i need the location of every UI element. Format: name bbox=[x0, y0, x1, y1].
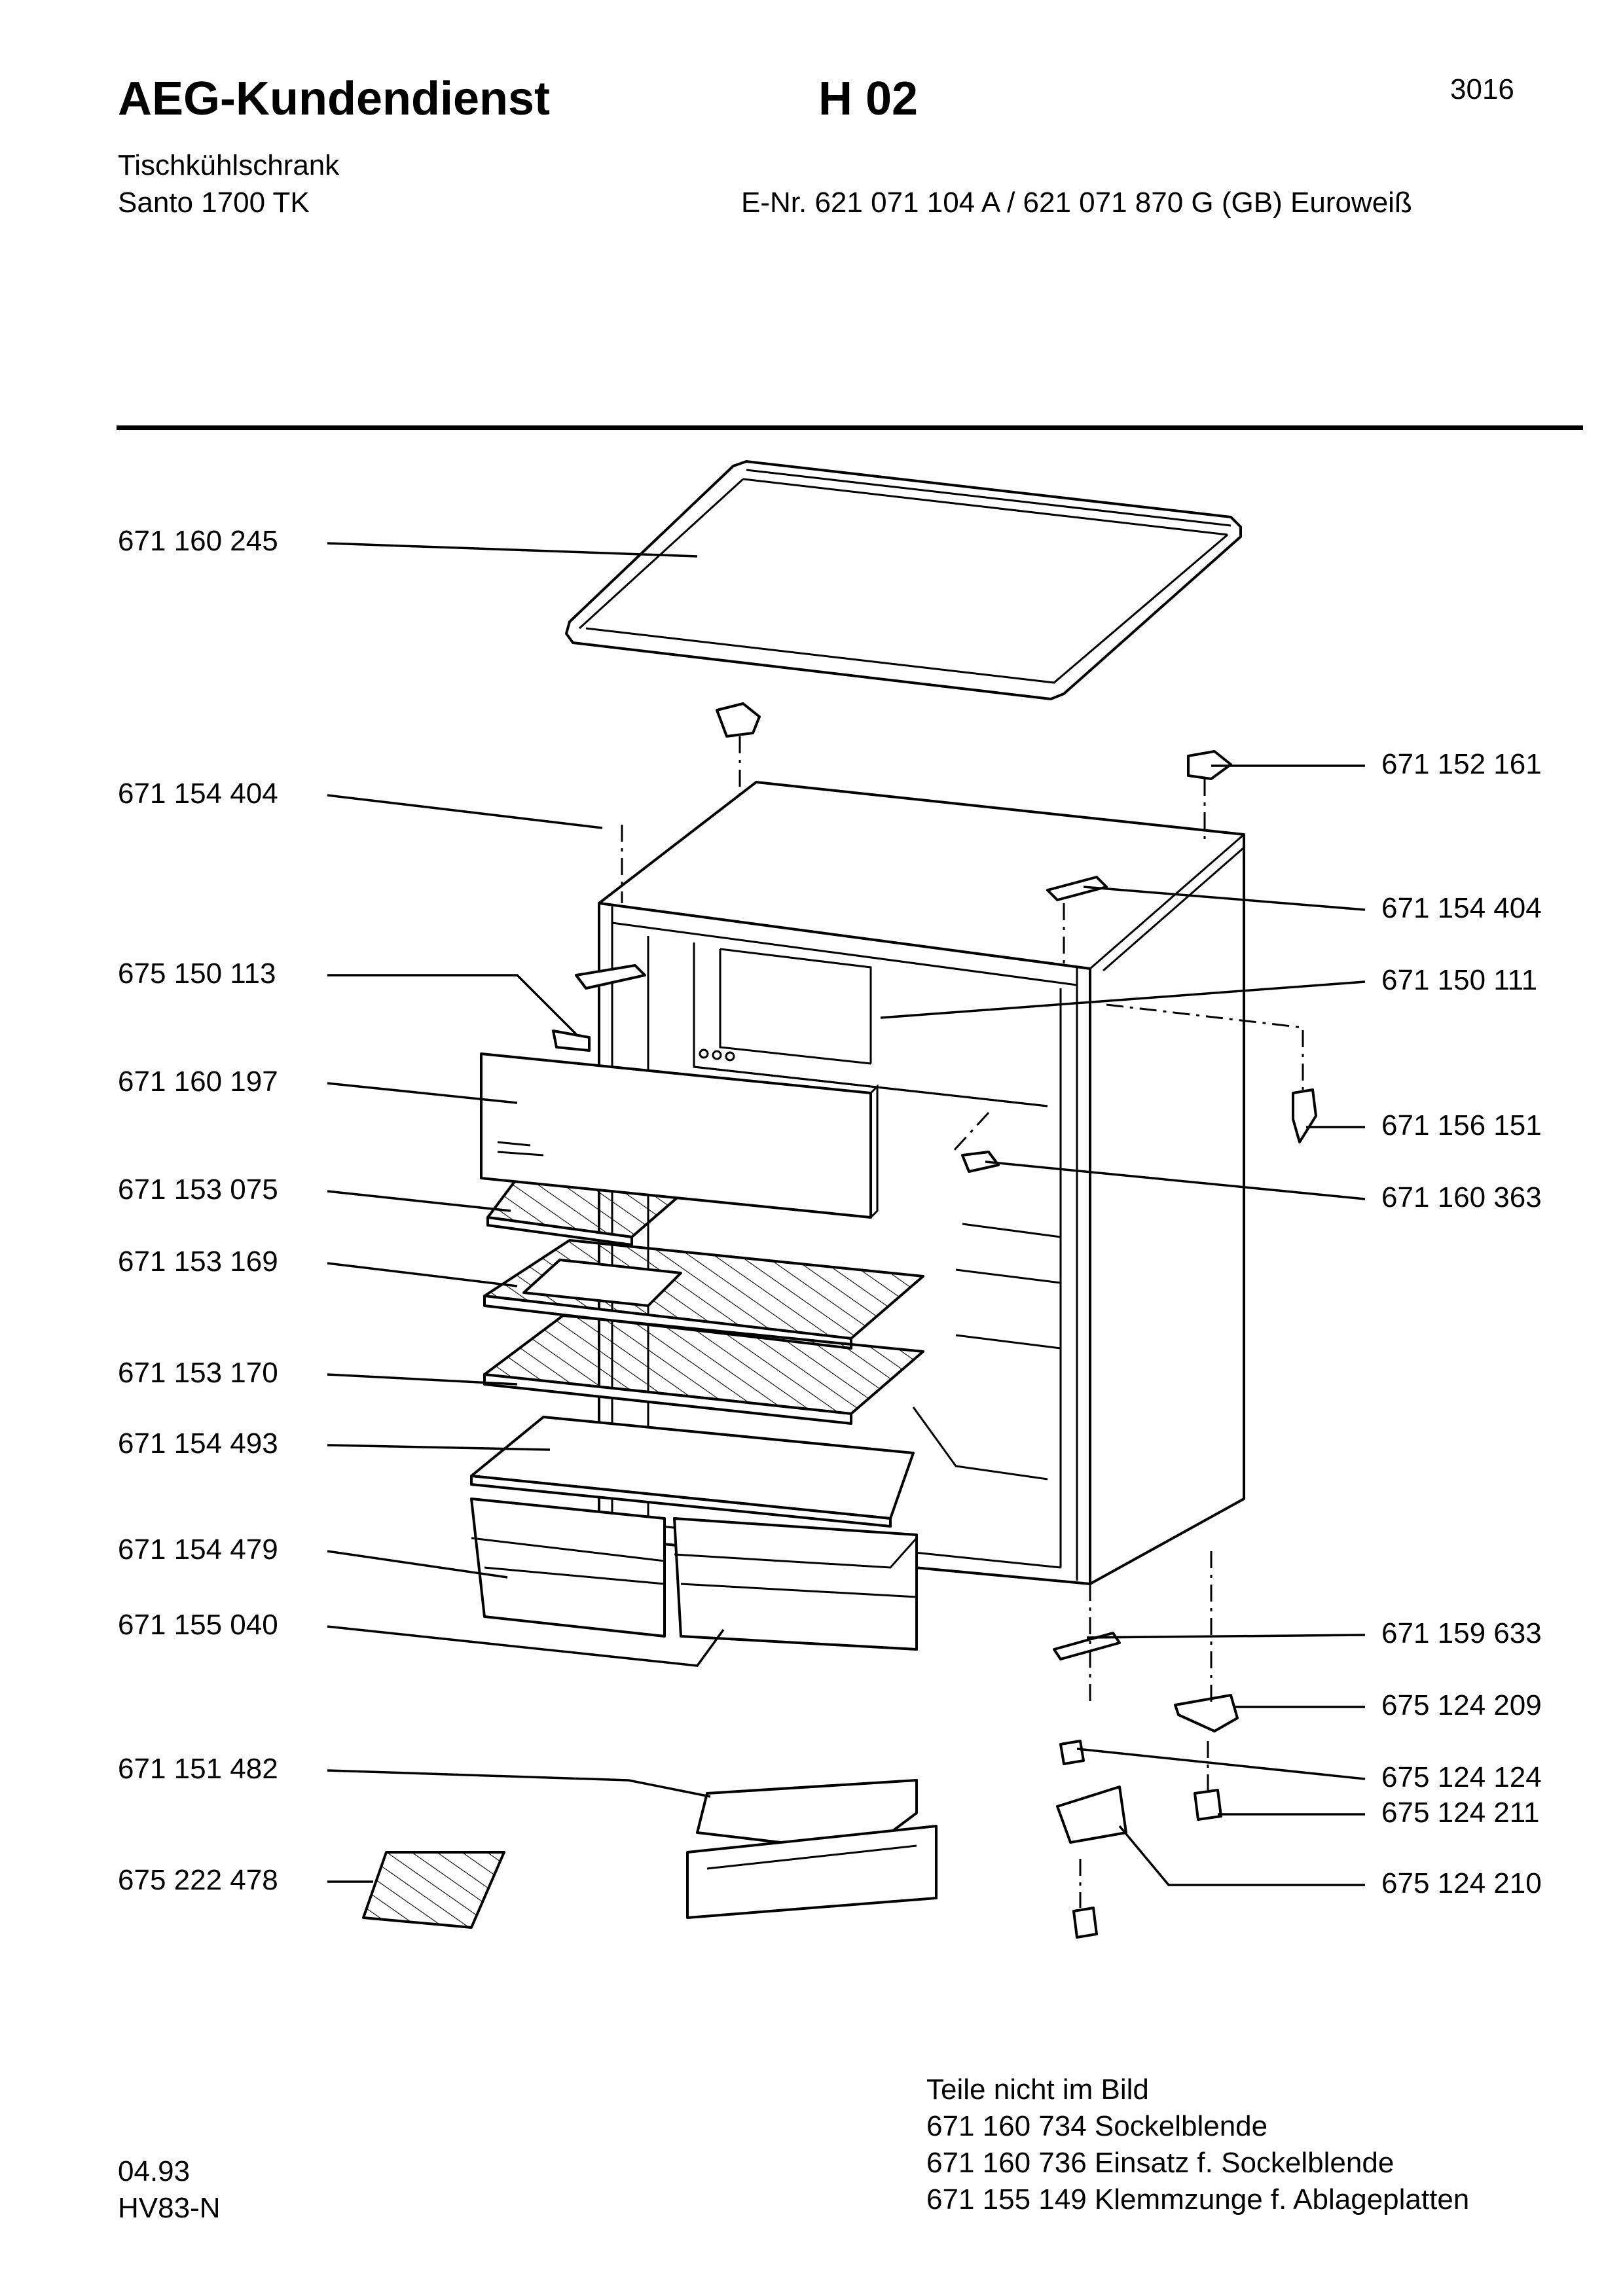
part-label: 671 151 482 bbox=[118, 1753, 278, 1785]
notes-item: 671 155 149 Klemmzunge f. Ablageplatten bbox=[926, 2183, 1470, 2215]
notes-item: 671 160 736 Einsatz f. Sockelblende bbox=[926, 2147, 1395, 2179]
footer-code: HV83-N bbox=[118, 2192, 221, 2224]
part-label: 671 160 363 bbox=[1381, 1181, 1542, 1213]
notes-heading: Teile nicht im Bild bbox=[926, 2073, 1149, 2106]
freezer-flap bbox=[480, 1052, 879, 1219]
e-number: E-Nr. 621 071 104 A / 621 071 870 G (GB)… bbox=[741, 187, 1412, 219]
crisper-cover-plate bbox=[470, 1416, 915, 1528]
top-cover bbox=[565, 460, 1242, 700]
product-type: Tischkühlschrank bbox=[118, 149, 340, 181]
crisper-drawers bbox=[470, 1498, 918, 1651]
ice-cube-tray bbox=[362, 1851, 505, 1929]
shelf-full bbox=[483, 1314, 924, 1425]
part-label: 671 154 404 bbox=[118, 778, 278, 810]
part-label: 671 160 197 bbox=[118, 1066, 278, 1098]
parts-not-shown: Teile nicht im Bild 671 160 734 Sockelbl… bbox=[926, 2072, 1469, 2218]
part-label: 671 156 151 bbox=[1381, 1109, 1542, 1141]
model-code: H 02 bbox=[818, 73, 919, 125]
part-label: 671 160 245 bbox=[118, 525, 278, 557]
part-label: 675 124 209 bbox=[1381, 1689, 1542, 1721]
part-label: 675 124 210 bbox=[1381, 1867, 1542, 1899]
part-label: 675 150 113 bbox=[118, 958, 276, 990]
footer-date: 04.93 bbox=[118, 2155, 191, 2187]
part-label: 671 155 040 bbox=[118, 1609, 278, 1641]
leader-lines bbox=[327, 542, 1366, 1886]
part-label: 671 153 170 bbox=[118, 1357, 278, 1389]
part-label: 671 152 161 bbox=[1381, 748, 1542, 780]
part-label: 675 124 211 bbox=[1381, 1797, 1540, 1829]
header-divider bbox=[117, 425, 1583, 430]
model-name: Santo 1700 TK bbox=[118, 187, 310, 219]
footer: 04.93 HV83-N bbox=[118, 2153, 221, 2227]
sheet-number: 3016 bbox=[1450, 73, 1514, 105]
butter-dish bbox=[686, 1779, 938, 1919]
brand-title: AEG-Kundendienst bbox=[118, 73, 550, 125]
part-label: 675 124 124 bbox=[1381, 1761, 1542, 1793]
part-label: 671 153 075 bbox=[118, 1174, 278, 1206]
part-label: 671 150 111 bbox=[1381, 964, 1538, 996]
part-label: 671 154 493 bbox=[118, 1427, 278, 1460]
part-label: 671 159 633 bbox=[1381, 1617, 1542, 1649]
small-parts bbox=[552, 702, 1317, 1939]
cabinet-body bbox=[598, 781, 1245, 1585]
part-label: 671 154 479 bbox=[118, 1534, 278, 1566]
part-label: 671 153 169 bbox=[118, 1246, 278, 1278]
part-label: 675 222 478 bbox=[118, 1864, 278, 1896]
assembly-axes bbox=[621, 736, 1304, 1908]
part-label: 671 154 404 bbox=[1381, 892, 1542, 924]
notes-item: 671 160 734 Sockelblende bbox=[926, 2110, 1268, 2142]
